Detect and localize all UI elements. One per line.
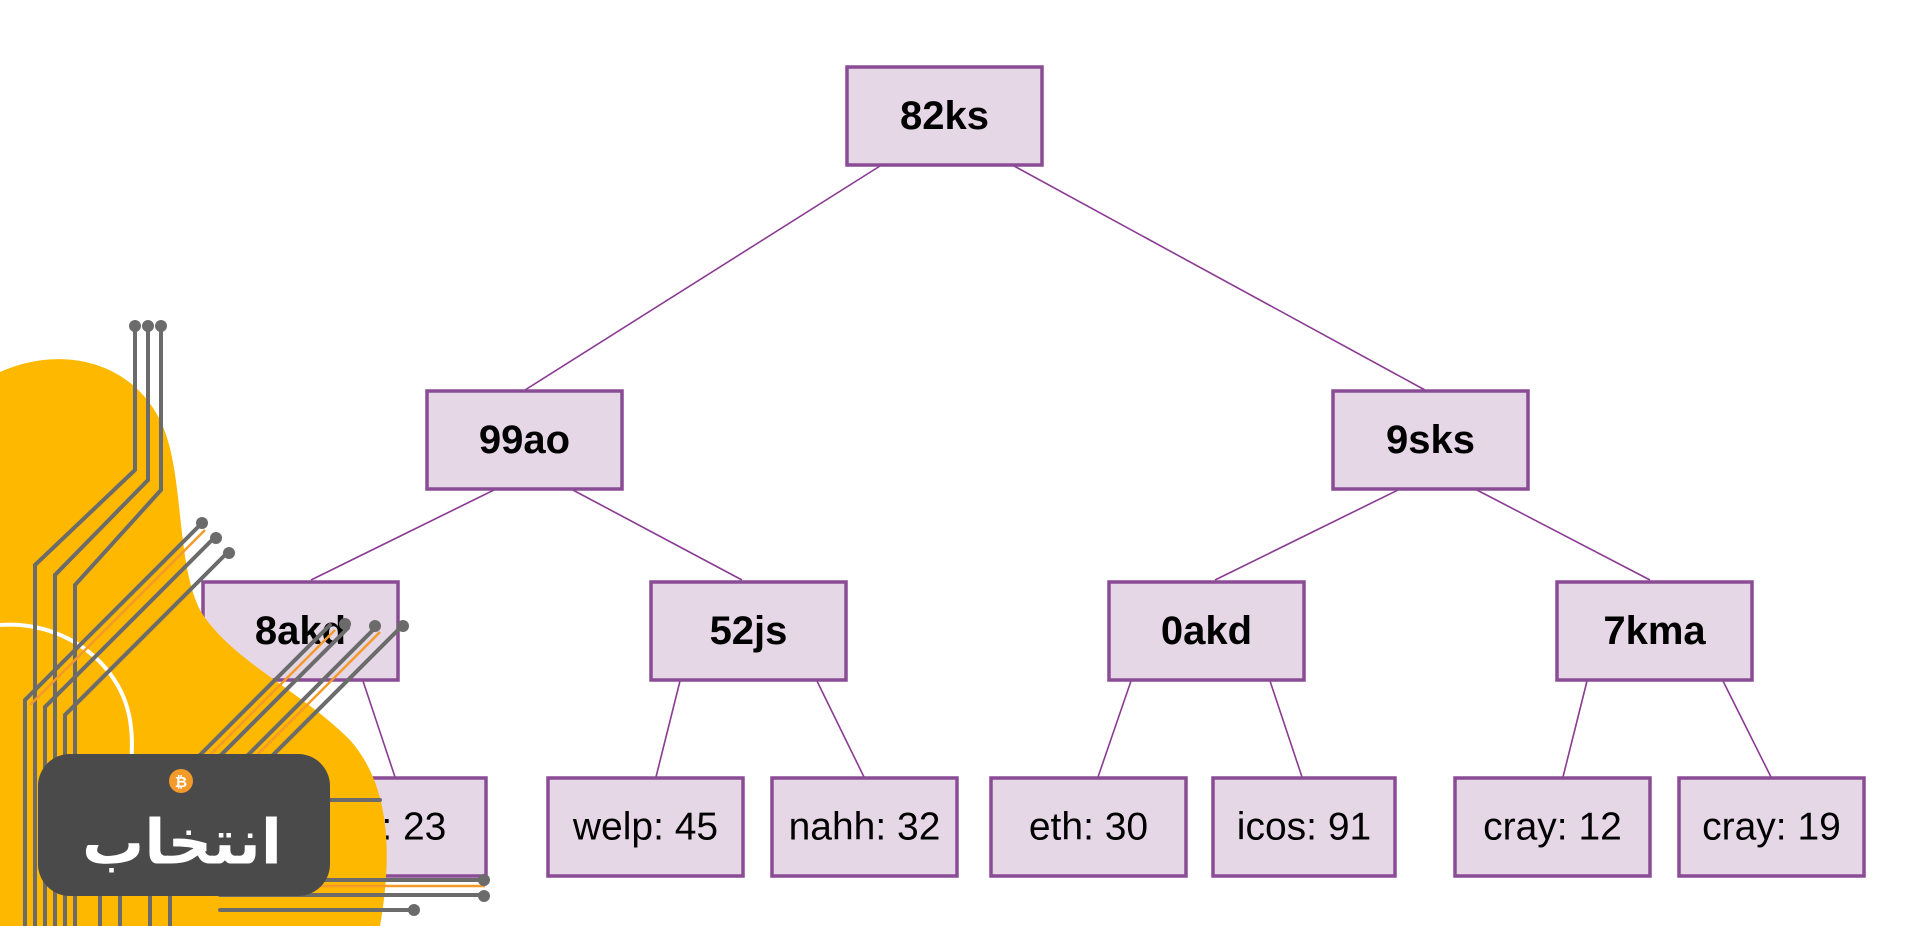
bitcoin-icon: ₿ <box>169 769 193 793</box>
node-52js: 52js <box>649 580 848 682</box>
node-99ao: 99ao <box>425 389 624 491</box>
edge-0akd-leaf5 <box>1269 680 1303 778</box>
edge-7kma-leaf6 <box>1562 680 1588 778</box>
edges <box>310 165 1772 778</box>
circuit-node-dots <box>129 320 490 916</box>
node-9sks: 9sks <box>1331 389 1530 491</box>
circuit-traces <box>23 326 482 926</box>
leaf-label: icos: 91 <box>1237 806 1371 849</box>
edge-9sks-7kma <box>1474 488 1651 581</box>
leaf-2: welp: 45 <box>546 776 745 878</box>
leaf-4: eth: 30 <box>989 776 1188 878</box>
leaf-7: cray: 19 <box>1677 776 1866 878</box>
edge-9sks-0akd <box>1214 488 1401 581</box>
logo-badge <box>38 754 330 896</box>
leaf-6: cray: 12 <box>1453 776 1652 878</box>
edge-7kma-leaf7 <box>1722 680 1772 778</box>
leaf-label: cray: 12 <box>1483 806 1622 849</box>
edge-root-9sks <box>1013 165 1426 391</box>
leaf-3: nahh: 32 <box>770 776 959 878</box>
edge-99ao-52js <box>570 488 743 581</box>
svg-text:₿: ₿ <box>175 773 187 791</box>
leaf-5: icos: 91 <box>1211 776 1397 878</box>
watermark-logo: انتخاب ₿ <box>0 320 490 926</box>
leaf-label: welp: 45 <box>572 806 718 849</box>
node-0akd: 0akd <box>1107 580 1306 682</box>
leaf-label: eth: 30 <box>1029 806 1148 849</box>
edge-0akd-leaf4 <box>1097 680 1132 778</box>
edge-root-99ao <box>524 165 881 391</box>
leaf-label: cray: 19 <box>1702 806 1841 849</box>
node-label: 0akd <box>1161 609 1252 653</box>
node-7kma: 7kma <box>1555 580 1754 682</box>
nodes: 82ks 99ao 9sks 8akd 52js 0akd 7kma g <box>201 65 1866 878</box>
logo-text: انتخاب <box>82 806 282 879</box>
edge-99ao-8akd <box>310 488 497 581</box>
node-label: 99ao <box>479 418 570 462</box>
leaf-label: nahh: 32 <box>789 806 941 849</box>
edge-52js-leaf3 <box>816 680 865 778</box>
node-label: 9sks <box>1386 418 1475 462</box>
node-label: 7kma <box>1603 609 1706 653</box>
node-root: 82ks <box>845 65 1044 167</box>
edge-52js-leaf2 <box>655 680 681 778</box>
node-label: 52js <box>710 609 788 653</box>
node-label: 82ks <box>900 94 989 138</box>
edge-8akd-leaf1 <box>362 680 396 778</box>
